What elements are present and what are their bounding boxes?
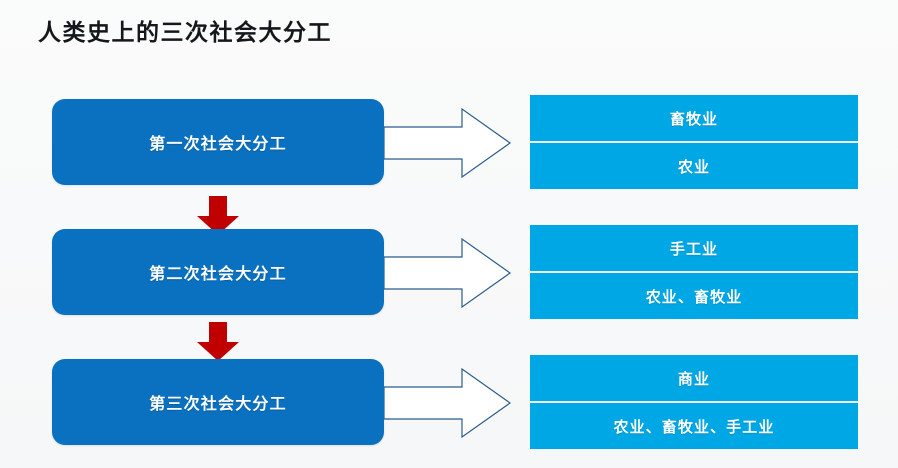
stage-box-2[interactable]: 第二次社会大分工 [52,229,384,315]
result-cell-2-1: 农业、畜牧业 [645,288,743,306]
stage-box-label-1: 第一次社会大分工 [149,136,287,153]
stage-box-label-3: 第三次社会大分工 [149,396,287,413]
result-panel-1: 畜牧业 农业 [530,95,858,189]
right-arrow-icon-1 [384,107,512,179]
flow-row-3: 第三次社会大分工 商业 农业、畜牧业、手工业 [0,355,898,450]
result-cell-3-0: 商业 [530,355,858,403]
result-panel-3: 商业 农业、畜牧业、手工业 [530,355,858,449]
stage-box-1[interactable]: 第一次社会大分工 [52,99,384,185]
right-arrow-icon-3 [384,367,512,439]
stage-box-label-2: 第二次社会大分工 [149,266,287,283]
result-panel-2: 手工业 农业、畜牧业 [530,225,858,319]
result-cell-1-0: 畜牧业 [530,95,858,143]
result-cell-2-0: 手工业 [530,225,858,273]
right-arrow-icon-2 [384,237,512,309]
stage-box-3[interactable]: 第三次社会大分工 [52,359,384,445]
page-title: 人类史上的三次社会大分工 [38,19,332,45]
down-arrow-icon-2 [195,322,241,362]
result-cell-1-1: 农业 [677,158,711,176]
flow-row-1: 第一次社会大分工 畜牧业 农业 [0,95,898,190]
down-arrow-icon-1 [195,196,241,236]
flow-row-2: 第二次社会大分工 手工业 农业、畜牧业 [0,225,898,320]
result-cell-3-1: 农业、畜牧业、手工业 [613,418,775,436]
